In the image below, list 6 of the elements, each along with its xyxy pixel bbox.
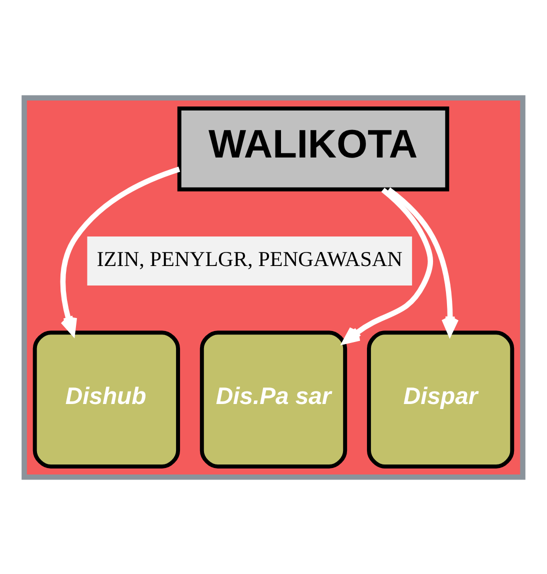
node-box: IZIN, PENYLGR, PENGAWASAN [87,236,412,286]
cluster [22,94,526,480]
node-box: Dishub [32,330,180,468]
node-box: Dis.Pa sar [200,330,348,468]
node-box: WALIKOTA [177,106,450,191]
node-box: Dispar [366,330,514,468]
